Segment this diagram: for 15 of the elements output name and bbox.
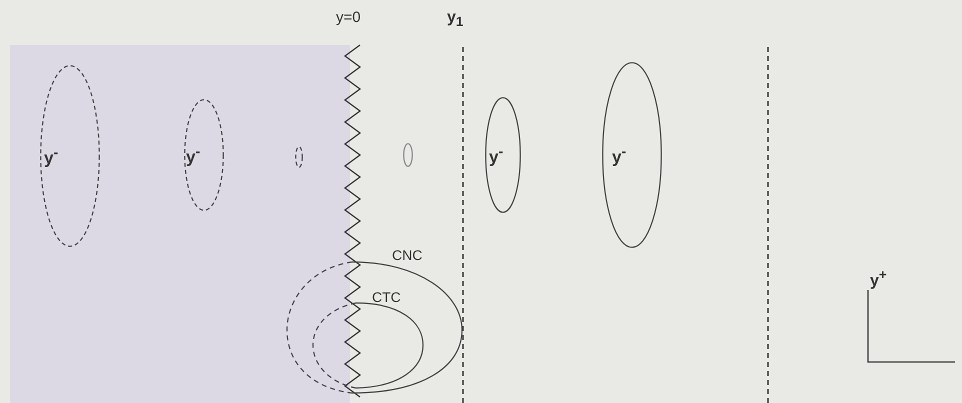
solid-ellipse	[403, 143, 413, 167]
solid-ellipse	[485, 97, 521, 213]
dashed-ellipse	[295, 146, 303, 168]
solid-ellipse	[602, 62, 662, 248]
curve-label: CTC	[372, 290, 401, 304]
dashed-ellipse	[40, 65, 100, 247]
variable-label: y$^{-}$	[44, 146, 58, 167]
position-label: y$_{1}$	[447, 10, 464, 29]
variable-label: y$^{-}$	[612, 145, 626, 166]
axis-label: y$^{+}$	[870, 268, 887, 290]
variable-label: y$^{-}$	[489, 145, 504, 166]
dashed-ellipse	[184, 99, 224, 211]
curve-label: CNC	[392, 248, 422, 262]
boundary-label: y=0	[336, 10, 361, 25]
variable-label: y$^{-}$	[186, 145, 200, 166]
